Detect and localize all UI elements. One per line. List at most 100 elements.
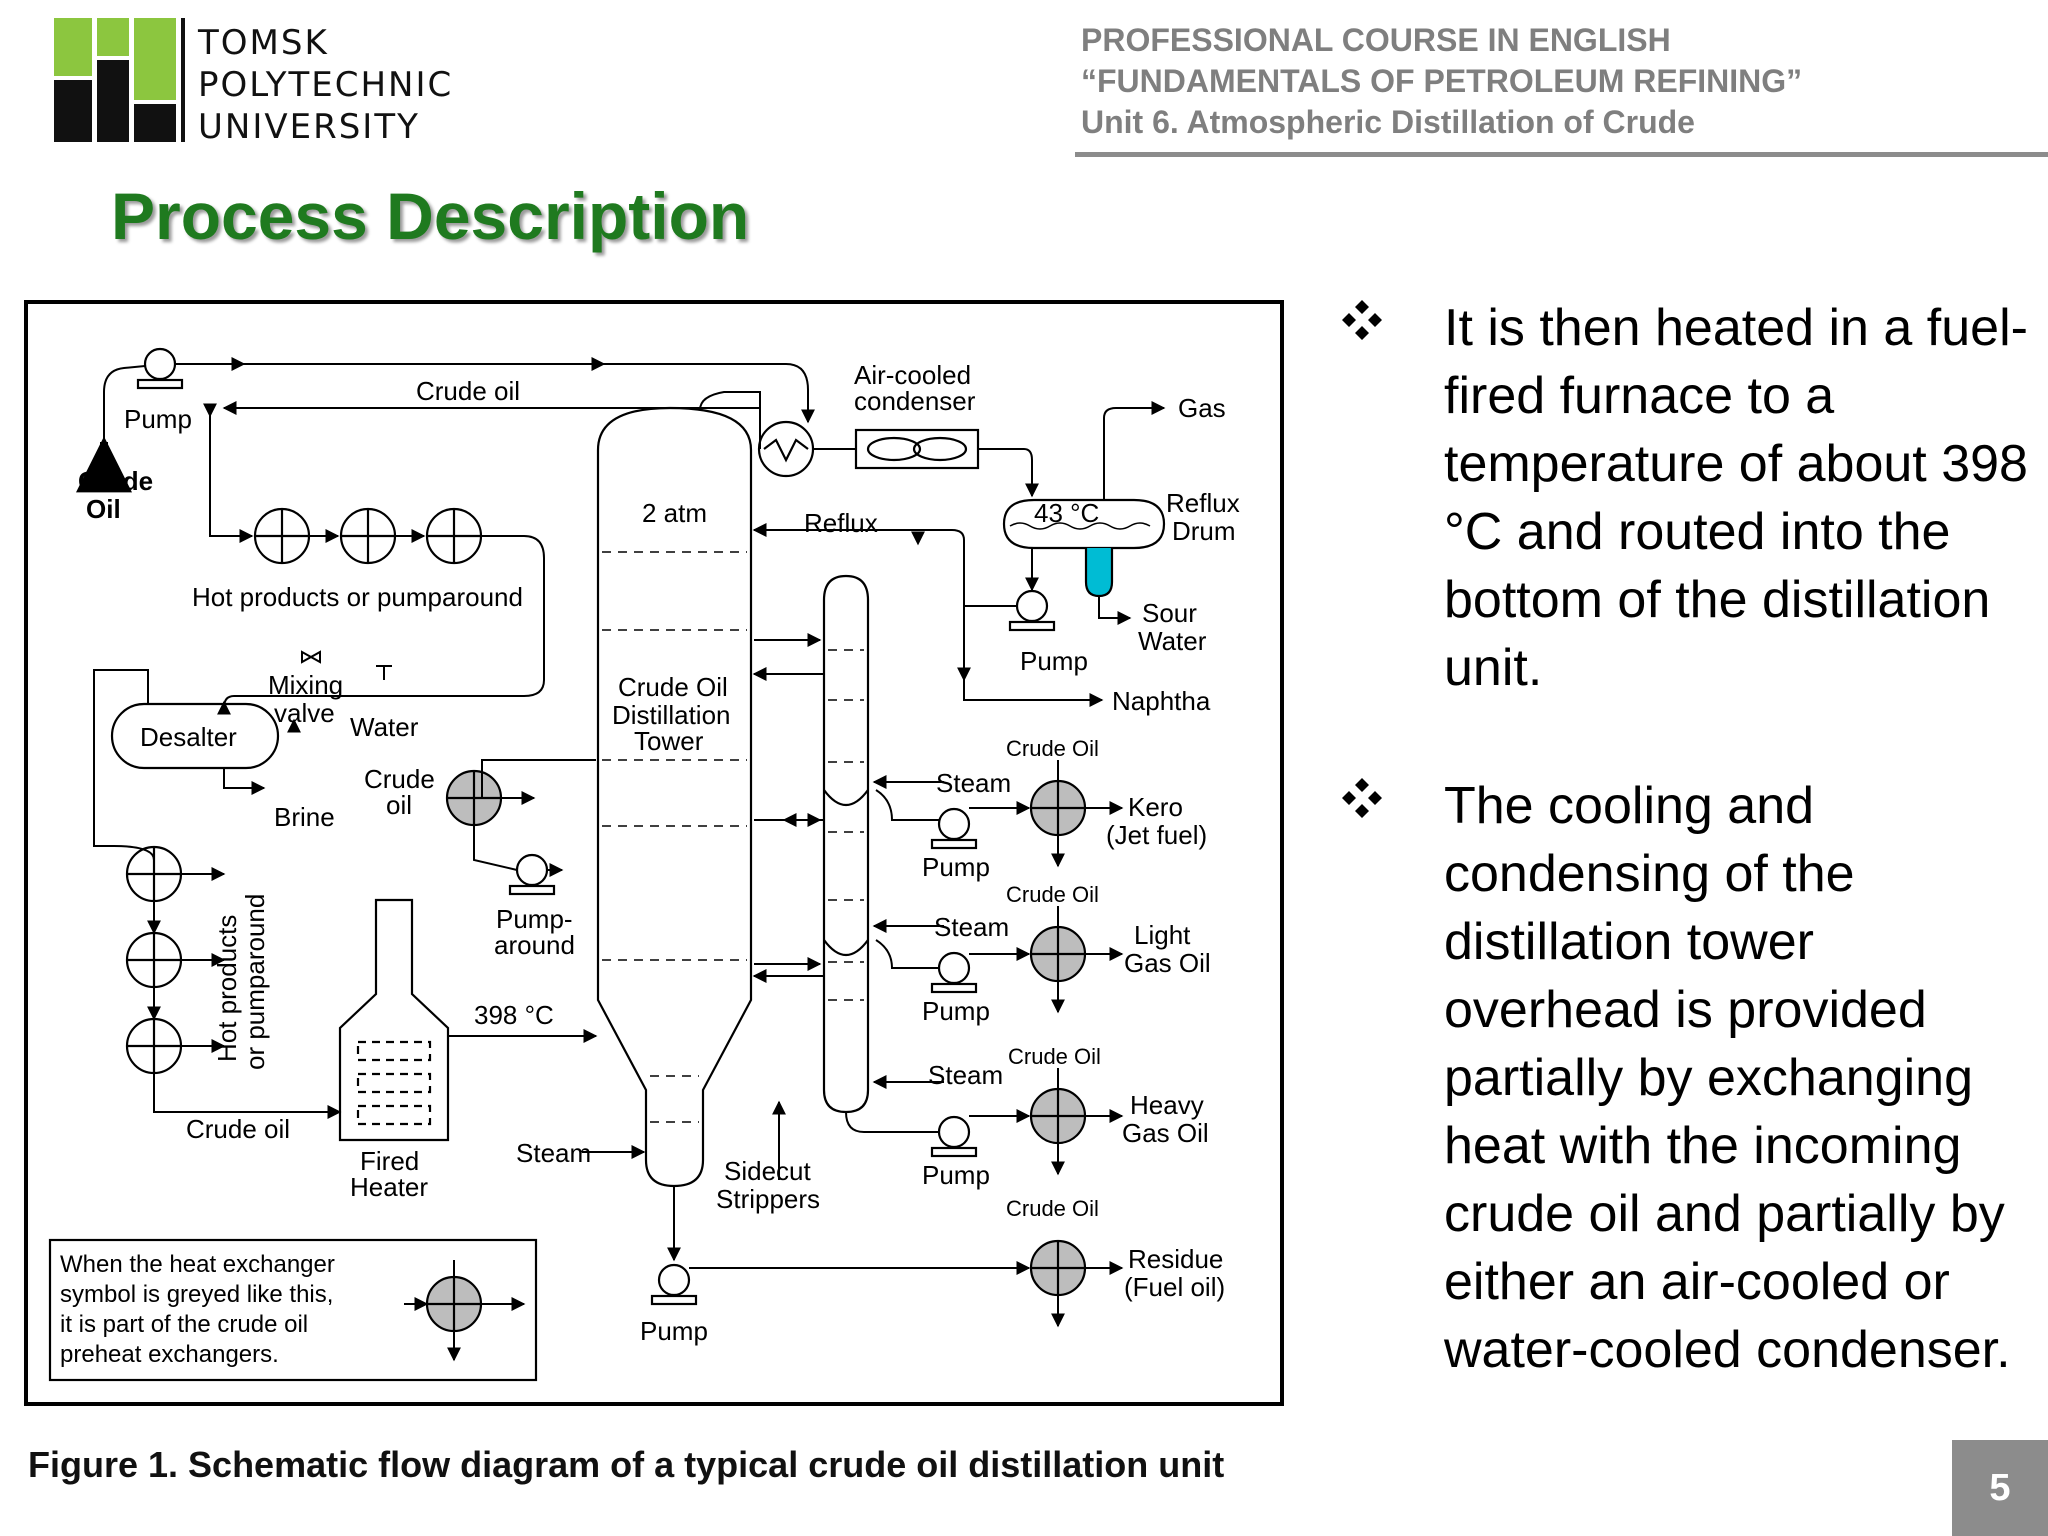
figure-caption: Figure 1. Schematic flow diagram of a ty… (28, 1444, 1225, 1485)
label-2-atm: 2 atm (642, 498, 707, 528)
label-strippers: Strippers (716, 1184, 820, 1214)
label-air-cooled: Air-cooled (854, 360, 971, 390)
logo-block-black-3 (134, 104, 176, 142)
label-pump-top: Pump (124, 404, 192, 434)
course-header: PROFESSIONAL COURSE IN ENGLISH “FUNDAMEN… (1081, 20, 1802, 143)
label-crude-oil-residue: Crude Oil (1006, 1196, 1099, 1221)
label-heavy: Heavy (1130, 1090, 1204, 1120)
label-pump-kero: Pump (922, 852, 990, 882)
label-pump-lgo: Pump (922, 996, 990, 1026)
desalter (110, 702, 280, 770)
flow-lines (76, 357, 1166, 1362)
label-oil: Oil (86, 494, 121, 524)
label-kero: Kero (1128, 792, 1183, 822)
label-heavy-gas-oil: Gas Oil (1122, 1118, 1209, 1148)
heater-coil-3 (356, 1104, 432, 1126)
label-tower-3: Tower (634, 726, 704, 756)
sidecut-stripper (822, 574, 870, 1114)
label-crude-oil-lgo: Crude Oil (1006, 882, 1099, 907)
label-hot-vertical-2: or pumparound (240, 894, 270, 1070)
label-tower-2: Distillation (612, 700, 731, 730)
label-398: 398 °C (474, 1000, 554, 1030)
stripper-sections (823, 789, 869, 956)
label-steam-tower: Steam (516, 1138, 591, 1168)
tower-trays (602, 551, 864, 1123)
logo-block-green-1 (54, 18, 92, 76)
label-crude: Crude (78, 466, 153, 496)
label-fired: Fired (360, 1146, 419, 1176)
logo-block-green-2 (97, 18, 129, 56)
label-oil-lower: oil (386, 790, 412, 820)
label-water: Water (350, 712, 419, 742)
label-steam-1: Steam (936, 768, 1011, 798)
logo-block-green-3 (134, 18, 176, 100)
header-rule (1075, 152, 2048, 157)
label-sour: Sour (1142, 598, 1197, 628)
label-crude-oil-hgo: Crude Oil (1008, 1044, 1101, 1069)
label-pump-around-1: Pump- (496, 904, 573, 934)
label-pump-residue: Pump (640, 1316, 708, 1346)
legend-line-2: symbol is greyed like this, (60, 1281, 333, 1308)
page-number: 5 (1952, 1440, 2048, 1536)
label-valve: valve (274, 698, 335, 728)
label-crude-oil-bottom: Crude oil (186, 1114, 290, 1144)
label-crude-oil-top: Crude oil (416, 376, 520, 406)
label-residue: Residue (1128, 1244, 1223, 1274)
label-crude-lower: Crude (364, 764, 435, 794)
label-gas: Gas (1178, 393, 1226, 423)
legend-line-4: preheat exchangers. (60, 1341, 279, 1368)
label-reflux: Reflux (804, 508, 878, 538)
label-light: Light (1134, 920, 1191, 950)
university-line-2: POLYTECHNIC (198, 65, 454, 105)
pumps (136, 347, 1056, 1306)
label-tower-1: Crude Oil (618, 672, 728, 702)
course-line-2: “FUNDAMENTALS OF PETROLEUM REFINING” (1081, 63, 1803, 99)
label-steam-2: Steam (934, 912, 1009, 942)
label-jet-fuel: (Jet fuel) (1106, 820, 1207, 850)
label-reflux-drum-1: Reflux (1166, 488, 1240, 518)
slide-title: Process Description (111, 179, 750, 253)
label-sidecut: Sidecut (724, 1156, 811, 1186)
distillation-flow-diagram: Pump Crude Oil Crude oil Air-cooled cond… (24, 300, 1284, 1406)
label-mixing: Mixing (268, 670, 343, 700)
legend-box (48, 1238, 538, 1382)
label-crude-oil-kero: Crude Oil (1006, 736, 1099, 761)
label-pump-reflux: Pump (1020, 646, 1088, 676)
legend-line-3: it is part of the crude oil (60, 1311, 308, 1338)
label-naphtha: Naphtha (1112, 686, 1211, 716)
university-name: TOMSK POLYTECHNIC UNIVERSITY (198, 22, 453, 148)
overhead-exchanger (757, 420, 815, 478)
sour-water-boot (1084, 548, 1114, 598)
label-light-gas-oil: Gas Oil (1124, 948, 1211, 978)
diamond-bullet-icon (1342, 300, 1382, 340)
label-fuel-oil: (Fuel oil) (1124, 1272, 1225, 1302)
logo-block-black-2 (97, 60, 129, 142)
course-line-3: Unit 6. Atmospheric Distillation of Crud… (1081, 104, 1695, 140)
label-pump-hgo: Pump (922, 1160, 990, 1190)
drum-liquid-level (1009, 522, 1151, 530)
university-line-1: TOMSK (198, 23, 329, 63)
logo-block-black-1 (54, 80, 92, 142)
fired-heater (338, 898, 450, 1142)
diagram-frame (24, 300, 1284, 1406)
preheat-exchangers-top (253, 507, 483, 565)
heater-coil-2 (356, 1072, 432, 1094)
label-sour-water: Water (1138, 626, 1207, 656)
legend-line-1: When the heat exchanger (60, 1251, 335, 1278)
tpu-logo (54, 18, 185, 142)
course-line-1: PROFESSIONAL COURSE IN ENGLISH (1081, 22, 1671, 58)
logo-bar (181, 18, 185, 142)
label-desalter: Desalter (140, 722, 237, 752)
label-hot-products: Hot products or pumparound (192, 582, 523, 612)
reflux-drum (1002, 498, 1166, 550)
label-pump-around-2: around (494, 930, 575, 960)
distillation-tower (596, 406, 753, 1188)
label-steam-3: Steam (928, 1060, 1003, 1090)
university-line-3: UNIVERSITY (198, 107, 420, 147)
condenser-coil-2 (912, 436, 968, 462)
condenser-coil-1 (866, 436, 922, 462)
diamond-bullet-icon (1342, 778, 1382, 818)
bullet-1-text: It is then heated in a fuel-fired furnac… (1444, 299, 2028, 697)
label-brine: Brine (274, 802, 335, 832)
label-reflux-drum-2: Drum (1172, 516, 1236, 546)
